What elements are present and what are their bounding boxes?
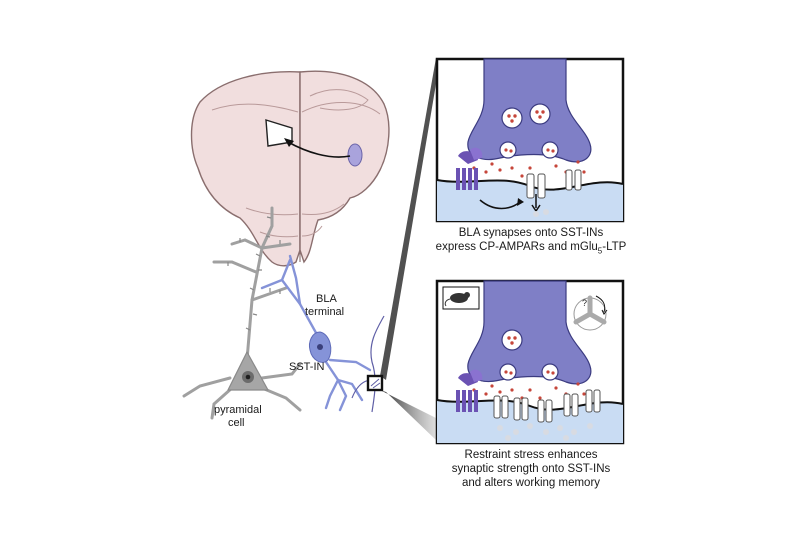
synapse-panel-top: [435, 57, 625, 223]
projection-arrow: [287, 141, 351, 158]
sst-axon-branch: [336, 378, 348, 412]
pyramidal-basal-dendrite: [182, 376, 232, 398]
sst-axon-branch: [328, 358, 372, 372]
pyramidal-neuron: [182, 206, 302, 420]
sst-interneuron: [260, 254, 372, 412]
pyramidal-dendrite-branch: [260, 242, 292, 250]
vesicle-group: [499, 103, 559, 159]
top-caption-line-1: BLA synapses onto SST-INs: [458, 227, 604, 239]
bla-terminal-axon: [370, 315, 385, 413]
synapse-panel-bottom: [435, 279, 625, 445]
ampar-receptor: [565, 169, 582, 191]
cp-ampar-cluster: [493, 389, 601, 423]
brain-fold: [211, 103, 299, 113]
bla-region: [347, 143, 363, 167]
mglu5-receptor: [456, 147, 483, 190]
bottom-caption-line-1: Restraint stress enhances: [464, 449, 598, 461]
pyramidal-basal-dendrite: [260, 386, 302, 412]
terminal-label: terminal: [305, 306, 345, 318]
pyramidal-dendrite-branch: [260, 206, 274, 250]
top-panel-caption: BLA synapses onto SST-INs express CP-AMP…: [420, 226, 642, 258]
pyramidal-basal-dendrite: [210, 386, 234, 420]
y-maze-icon: [573, 295, 608, 331]
bla-label: BLA: [316, 293, 337, 305]
pyramidal-apical-dendrite: [245, 246, 264, 362]
bottom-panel-caption: Restraint stress enhances synaptic stren…: [410, 448, 652, 490]
sst-nucleus: [317, 344, 323, 350]
mouse-icon: [442, 286, 480, 310]
sst-dendrite: [280, 258, 292, 282]
calcium-ions: [497, 423, 593, 441]
zoom-wedge-top: [380, 58, 436, 380]
pyramidal-dendrite-branch: [212, 260, 258, 274]
bottom-caption-line-2: synaptic strength onto SST-INs: [451, 463, 611, 475]
sst-axon: [320, 354, 340, 410]
zoom-indicator: [366, 58, 436, 440]
brain-fold: [301, 203, 345, 215]
sst-in-label: SST-IN: [289, 361, 325, 373]
glutamate-dots: [472, 110, 586, 178]
projection-arrowhead: [284, 138, 294, 147]
sst-dendrite: [260, 278, 322, 342]
question-mark: ?: [582, 298, 588, 308]
brain-fold: [259, 231, 299, 238]
brain-fold: [301, 225, 323, 237]
pyramidal-basal-dendrite: [260, 362, 302, 380]
pyramidal-label: pyramidal: [214, 404, 262, 416]
mglu5-receptor: [456, 369, 483, 412]
pyramidal-nucleolus: [245, 374, 251, 380]
pyramidal-dendrite-branch: [250, 286, 288, 302]
vesicle-group: [499, 329, 559, 381]
right-hemisphere: [299, 70, 390, 264]
zoom-wedge-bottom: [380, 390, 436, 440]
bottom-caption-line-3: and alters working memory: [461, 477, 601, 489]
sst-axon-branch: [336, 378, 364, 402]
presynaptic-terminal: [467, 58, 592, 163]
sst-dendrite: [288, 254, 302, 306]
pyramidal-dendrite-branch: [230, 238, 264, 250]
brain-fold: [301, 102, 381, 115]
brain-fold: [309, 89, 369, 111]
cp-ampar-receptor: [526, 173, 546, 213]
cell-label: cell: [228, 417, 245, 429]
coronal-brain-section: [190, 70, 390, 267]
presynaptic-terminal: [467, 280, 592, 385]
top-caption-line-2: express CP-AMPARs and mGlu5-LTP: [435, 241, 627, 256]
